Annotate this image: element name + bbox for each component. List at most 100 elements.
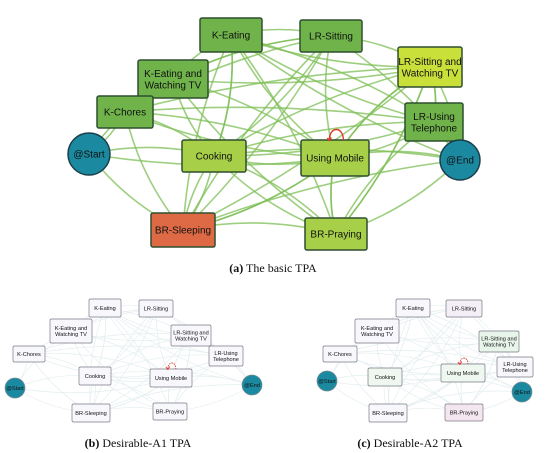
node-k-eating: K-Eating <box>88 298 122 318</box>
node-br-praying-label: BR-Praying <box>450 411 479 417</box>
self-loop-arrowhead <box>165 366 171 371</box>
node-start: @Start <box>67 132 111 176</box>
edge-br-praying-to-lr-sitting-tv <box>335 66 432 235</box>
node-lr-sitting: LR-Sitting <box>299 19 363 53</box>
edge-k-chores-to-lr-using-telephone <box>339 350 516 368</box>
node-br-sleeping-label: BR-Sleeping <box>155 226 211 237</box>
node-label-line: LR-Sitting <box>144 307 169 313</box>
node-br-sleeping-shape <box>368 403 408 423</box>
node-label-line: BR-Praying <box>450 411 479 417</box>
node-lr-sitting-tv-shape <box>397 46 463 88</box>
node-k-chores-shape <box>12 345 46 363</box>
node-label-line: BR-Sleeping <box>155 226 211 237</box>
edge-k-eating-to-br-praying <box>104 307 171 412</box>
node-label-line: BR-Praying <box>156 410 185 416</box>
node-end-shape <box>439 139 481 181</box>
caption-b: (b) Desirable-A1 TPA <box>85 436 192 450</box>
node-start: @Start <box>4 377 26 399</box>
node-end: @End <box>439 139 481 181</box>
node-label-line: Cooking <box>196 152 233 163</box>
node-label-line: Using Mobile <box>155 376 187 382</box>
node-cooking-label: Cooking <box>85 374 106 380</box>
node-label-line: Telephone <box>213 357 239 363</box>
node-k-chores-shape <box>96 95 154 129</box>
node-lr-using-telephone-shape <box>404 102 464 142</box>
edge-br-sleeping-to-k-eating <box>387 307 414 414</box>
self-loop-arrowhead <box>326 137 332 142</box>
node-br-praying: BR-Praying <box>152 402 188 421</box>
node-using-mobile-shape <box>300 139 370 177</box>
node-using-mobile: Using Mobile <box>440 363 486 383</box>
self-loop-using-mobile <box>167 362 177 370</box>
caption-c-letter: (c) <box>357 436 370 450</box>
node-label-line: K-Eating and <box>361 326 393 332</box>
node-label-line: Watching TV <box>145 80 202 91</box>
caption-c: (c) Desirable-A2 TPA <box>357 436 463 450</box>
node-k-chores: K-Chores <box>96 95 154 129</box>
node-label-line: Watching TV <box>175 337 207 343</box>
node-label-line: Watching TV <box>361 332 393 338</box>
node-br-praying: BR-Praying <box>304 217 368 251</box>
node-label-line: LR-Sitting and <box>398 57 461 68</box>
edge-k-chores-to-lr-using-telephone <box>28 345 227 357</box>
node-k-chores: K-Chores <box>12 345 46 363</box>
node-end-shape <box>511 381 533 403</box>
node-label-line: @End <box>446 156 474 167</box>
node-label-line: K-Eating and <box>55 326 87 332</box>
node-k-chores-label: K-Chores <box>17 352 41 358</box>
node-lr-sitting-label: LR-Sitting <box>309 32 353 43</box>
node-label-line: K-Eating and <box>144 69 202 80</box>
node-label-line: Telephone <box>411 123 458 134</box>
node-label-line: @Start <box>318 379 336 385</box>
node-br-praying: BR-Praying <box>444 403 484 422</box>
node-br-praying-shape <box>152 402 188 421</box>
node-label-line: LR-Using <box>214 351 237 357</box>
node-start-label: @Start <box>73 150 104 161</box>
node-k-chores-label: K-Chores <box>328 352 352 358</box>
caption-a-text: The basic TPA <box>243 261 317 275</box>
node-lr-sitting: LR-Sitting <box>445 299 483 318</box>
node-k-eating-label: K-Eating <box>402 306 423 312</box>
node-using-mobile: Using Mobile <box>300 139 370 177</box>
node-using-mobile: Using Mobile <box>149 368 193 388</box>
node-label-line: Using Mobile <box>306 154 364 165</box>
node-label-line: K-Eating <box>212 31 250 42</box>
node-label-line: @End <box>244 383 260 389</box>
node-lr-sitting-shape <box>299 19 363 53</box>
node-label-line: K-Chores <box>17 352 41 358</box>
node-br-praying-shape <box>304 217 368 251</box>
node-lr-sitting-tv-shape <box>170 324 212 347</box>
node-end: @End <box>511 381 533 403</box>
node-using-mobile-shape <box>149 368 193 388</box>
node-label-line: Watching TV <box>483 343 515 349</box>
node-label-line: BR-Sleeping <box>75 411 106 417</box>
node-end-label: @End <box>244 383 260 389</box>
edge-lr-sitting-to-br-sleeping <box>387 308 465 414</box>
caption-b-letter: (b) <box>85 436 100 450</box>
node-label-line: K-Chores <box>104 108 146 119</box>
node-k-eating-label: K-Eating <box>212 31 250 42</box>
edge-br-sleeping-to-lr-sitting <box>182 35 332 231</box>
caption-c-text: Desirable-A2 TPA <box>371 436 463 450</box>
node-cooking: Cooking <box>181 139 247 173</box>
edge-br-sleeping-to-k-eating <box>89 307 106 414</box>
node-cooking-shape <box>181 139 247 173</box>
node-k-eating: K-Eating <box>395 298 431 318</box>
node-start: @Start <box>316 370 338 392</box>
node-cooking-label: Cooking <box>196 152 233 163</box>
